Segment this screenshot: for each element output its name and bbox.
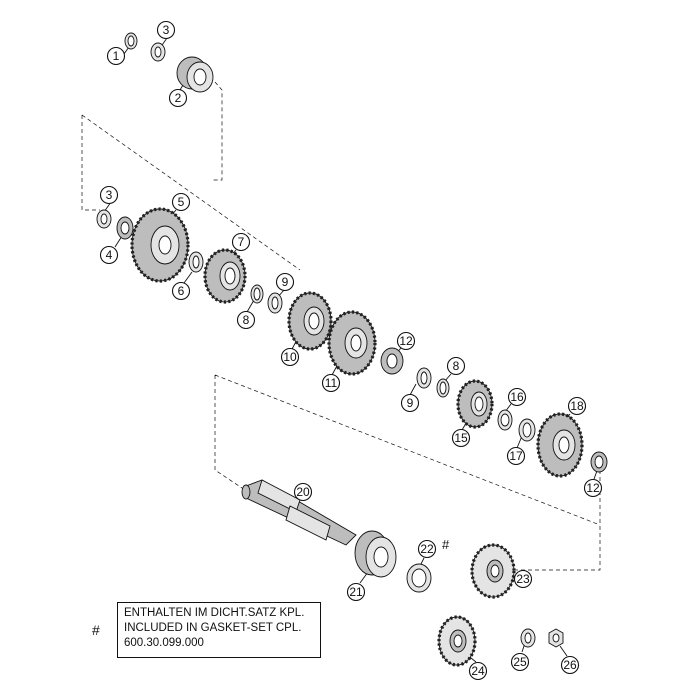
callout-12: 12	[396, 331, 416, 351]
callout-10-label: 10	[283, 350, 297, 364]
note-marker: #	[92, 622, 100, 638]
part-4-needle-bearing	[116, 216, 134, 240]
callout-9-second: 9	[400, 393, 420, 413]
callout-12-label: 12	[399, 334, 413, 348]
callout-17-label: 17	[509, 449, 523, 463]
part-3-washer-top	[150, 42, 166, 62]
callout-26: 26	[560, 655, 580, 675]
callout-8-label: 8	[243, 313, 250, 327]
part-6-washer	[188, 251, 204, 273]
part-24-sprocket	[437, 615, 477, 667]
callout-3-top-label: 3	[163, 23, 170, 37]
callout-24-label: 24	[471, 664, 485, 678]
callout-1-label: 1	[113, 49, 120, 63]
part-8-circlip-second	[436, 378, 450, 398]
part-17-washer	[518, 418, 536, 442]
part-12-needle-bearing-second	[590, 451, 608, 473]
note-line-german: ENTHALTEN IM DICHT.SATZ KPL.	[124, 607, 305, 619]
gasket-set-marker: #	[442, 537, 450, 552]
callout-10: 10	[280, 347, 300, 367]
part-23-sprocket	[470, 543, 516, 599]
part-2-bearing	[176, 56, 214, 93]
part-12-needle-bearing	[380, 347, 404, 375]
callout-3-top: 3	[156, 20, 176, 40]
callout-21: 21	[346, 582, 366, 602]
callout-25: 25	[510, 652, 530, 672]
callout-2-label: 2	[175, 91, 182, 105]
callout-6: 6	[171, 281, 191, 301]
callout-15-label: 15	[454, 431, 468, 445]
part-26-nut	[548, 628, 564, 648]
callout-9-label: 9	[282, 275, 289, 289]
part-7-gear	[203, 248, 247, 304]
callout-16-label: 16	[510, 390, 524, 404]
part-1-circlip	[124, 32, 138, 50]
part-20-countershaft	[241, 479, 357, 546]
part-5-gear	[130, 207, 190, 283]
callout-3-label: 3	[106, 188, 113, 202]
callout-22: 22	[417, 539, 437, 559]
part-3-washer	[96, 209, 112, 229]
part-11-gear	[327, 310, 377, 376]
callout-24: 24	[468, 661, 488, 681]
upper-assembly-outline	[81, 81, 301, 271]
callout-21-label: 21	[349, 585, 363, 599]
callout-12-second-label: 12	[586, 481, 600, 495]
callout-26-label: 26	[563, 658, 577, 672]
callout-11: 11	[321, 373, 341, 393]
part-15-gear	[456, 379, 494, 429]
part-18-gear	[536, 412, 584, 478]
callout-23: 23	[513, 569, 533, 589]
callout-11-label: 11	[325, 376, 338, 390]
part-16-circlip	[497, 409, 513, 431]
callout-8: 8	[236, 310, 256, 330]
note-part-number: 600.30.099.000	[124, 637, 204, 649]
callout-5: 5	[171, 192, 191, 212]
callout-4-label: 4	[106, 248, 113, 262]
callout-7: 7	[231, 232, 251, 252]
part-10-gear	[287, 291, 333, 351]
callout-23-label: 23	[516, 572, 530, 586]
callout-9-second-label: 9	[407, 396, 414, 410]
callout-16: 16	[507, 387, 527, 407]
callout-18-label: 18	[570, 399, 584, 413]
callout-15: 15	[451, 428, 471, 448]
part-21-bearing	[354, 530, 397, 578]
callout-9: 9	[275, 272, 295, 292]
part-22-seal	[406, 563, 432, 593]
lower-assembly-outline	[214, 374, 601, 571]
callout-8-second-label: 8	[453, 359, 460, 373]
callout-4: 4	[99, 245, 119, 265]
part-8-circlip	[250, 284, 264, 304]
callout-2: 2	[168, 88, 188, 108]
part-25-lock-washer	[520, 628, 536, 648]
callout-25-label: 25	[513, 655, 527, 669]
callout-17: 17	[506, 446, 526, 466]
callout-20: 20	[293, 482, 313, 502]
gasket-set-note: ENTHALTEN IM DICHT.SATZ KPL. INCLUDED IN…	[117, 602, 321, 658]
callout-6-label: 6	[178, 284, 185, 298]
callout-7-label: 7	[238, 235, 245, 249]
callout-3: 3	[99, 185, 119, 205]
callout-22-label: 22	[420, 542, 434, 556]
part-9-washer-second	[416, 367, 432, 389]
part-9-washer	[267, 292, 283, 314]
callout-12-second: 12	[583, 478, 603, 498]
callout-5-label: 5	[178, 195, 185, 209]
callout-20-label: 20	[296, 485, 310, 499]
callout-8-second: 8	[446, 356, 466, 376]
callout-1: 1	[106, 46, 126, 66]
callout-18: 18	[567, 396, 587, 416]
note-line-english: INCLUDED IN GASKET-SET CPL.	[124, 622, 302, 634]
